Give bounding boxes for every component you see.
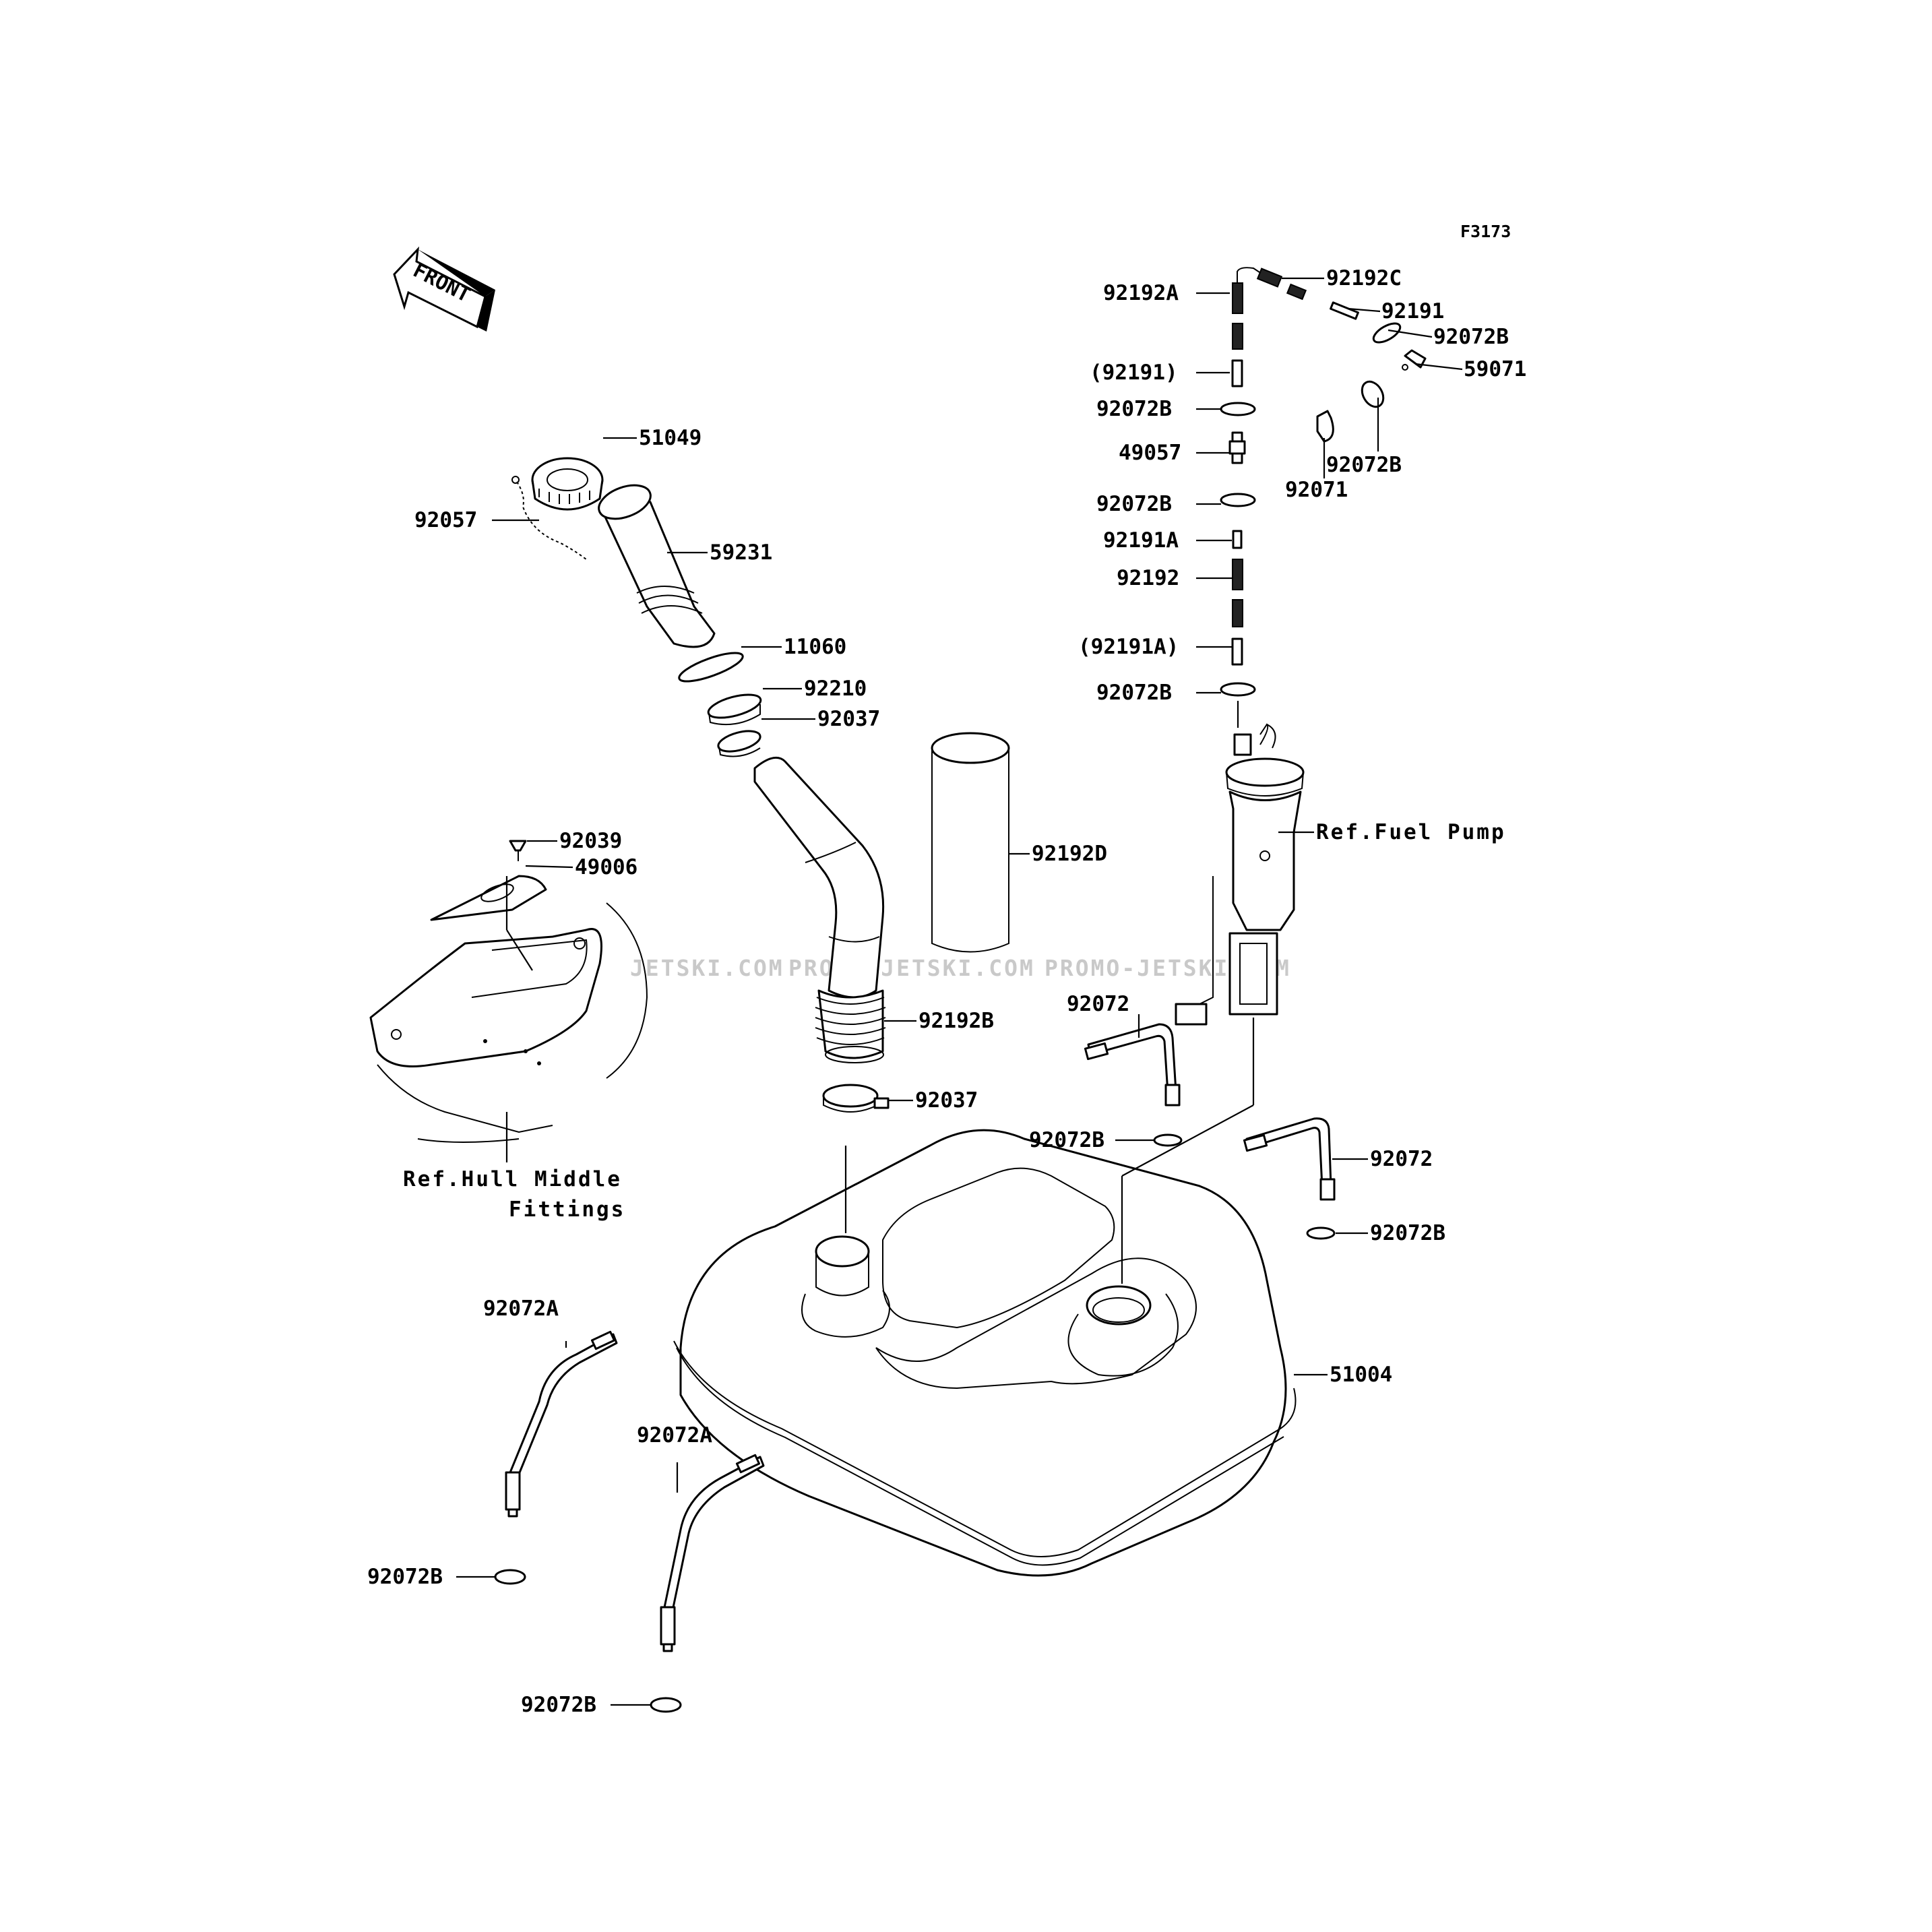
callout-92072B-b: 92072B (1326, 453, 1402, 477)
callout-92191A: 92191A (1103, 528, 1179, 553)
callout-92072A-a: 92072A (483, 1297, 559, 1321)
callout-92072B-f: 92072B (1370, 1221, 1445, 1245)
callout-92072B-top: 92072B (1433, 325, 1509, 349)
clamp-92037-bottom (822, 1084, 890, 1113)
callout-92039: 92039 (559, 829, 622, 853)
callout-59231: 59231 (710, 540, 772, 565)
front-arrow-icon: FRONT (393, 246, 495, 332)
callout-92072B-h: 92072B (521, 1693, 596, 1717)
filler-pipe-59231 (598, 484, 716, 648)
nut-92210 (707, 693, 762, 726)
callout-ref-hull-2: Fittings (509, 1197, 625, 1222)
bellows-hose-92192B (815, 989, 886, 1063)
callout-92191-paren: (92191) (1090, 361, 1178, 385)
protector-sleeve-92192D (931, 732, 1010, 953)
fuel-cap-51049 (531, 457, 604, 511)
clip-92072B-f (1306, 1226, 1336, 1240)
hull-middle-fittings (369, 875, 648, 1143)
callout-51049: 51049 (639, 426, 702, 450)
gasket-11060 (678, 652, 744, 683)
callout-92072B-a: 92072B (1096, 397, 1172, 421)
callout-92192A: 92192A (1103, 281, 1179, 305)
callout-51004: 51004 (1330, 1363, 1392, 1387)
clip-92072B-e (1153, 1133, 1183, 1147)
figure-code: F3173 (1460, 222, 1511, 241)
cap-strap-92057 (511, 476, 587, 560)
callout-92210: 92210 (804, 677, 867, 701)
leader-lines (456, 277, 1463, 1706)
watermark-2: PROMO-JETSKI.COM (788, 955, 1035, 981)
callout-92191: 92191 (1381, 299, 1444, 323)
callout-92072B-d: 92072B (1096, 681, 1172, 705)
callout-92191A-paren: (92191A) (1078, 635, 1179, 659)
strap-92072-right (1243, 1117, 1336, 1201)
callout-ref-fuel-pump: Ref.Fuel Pump (1316, 820, 1506, 844)
watermark-1: JETSKI.COM (630, 955, 784, 981)
fuel-pump (1175, 723, 1305, 1026)
clip-92039 (509, 840, 527, 861)
callout-ref-hull-1: Ref.Hull Middle (403, 1167, 622, 1191)
callout-92072-right: 92072 (1370, 1147, 1433, 1171)
callout-49006: 49006 (575, 855, 637, 879)
callout-92057: 92057 (414, 508, 477, 532)
clamp-92037-top (717, 730, 761, 757)
clip-92072B-g (494, 1569, 526, 1585)
callout-labels: 92192C 92192A 92191 92072B 59071 (92191)… (367, 266, 1526, 1717)
strap-92072A-lower (660, 1454, 765, 1652)
callout-92071: 92071 (1285, 478, 1348, 502)
strap-92072-left (1084, 1023, 1181, 1107)
fuel-tank-51004 (673, 1129, 1297, 1577)
callout-92037-bottom: 92037 (915, 1088, 978, 1113)
callout-92192B: 92192B (918, 1009, 994, 1033)
callout-11060: 11060 (784, 635, 846, 659)
callout-92037-top: 92037 (817, 707, 880, 731)
strap-92072A-upper (505, 1330, 618, 1518)
callout-92072B-c: 92072B (1096, 492, 1172, 516)
callout-49057: 49057 (1119, 441, 1181, 465)
filler-hose (753, 756, 885, 999)
callout-92072A-b: 92072A (637, 1423, 712, 1447)
callout-92192D: 92192D (1032, 842, 1107, 866)
callout-59071: 59071 (1464, 357, 1526, 381)
callout-92072B-g: 92072B (367, 1565, 443, 1589)
callout-92192: 92192 (1117, 566, 1179, 590)
callout-92072-left: 92072 (1067, 992, 1129, 1016)
callout-92072B-e: 92072B (1029, 1128, 1104, 1152)
callout-92192C: 92192C (1326, 266, 1402, 290)
clip-92072B-h (650, 1697, 682, 1713)
